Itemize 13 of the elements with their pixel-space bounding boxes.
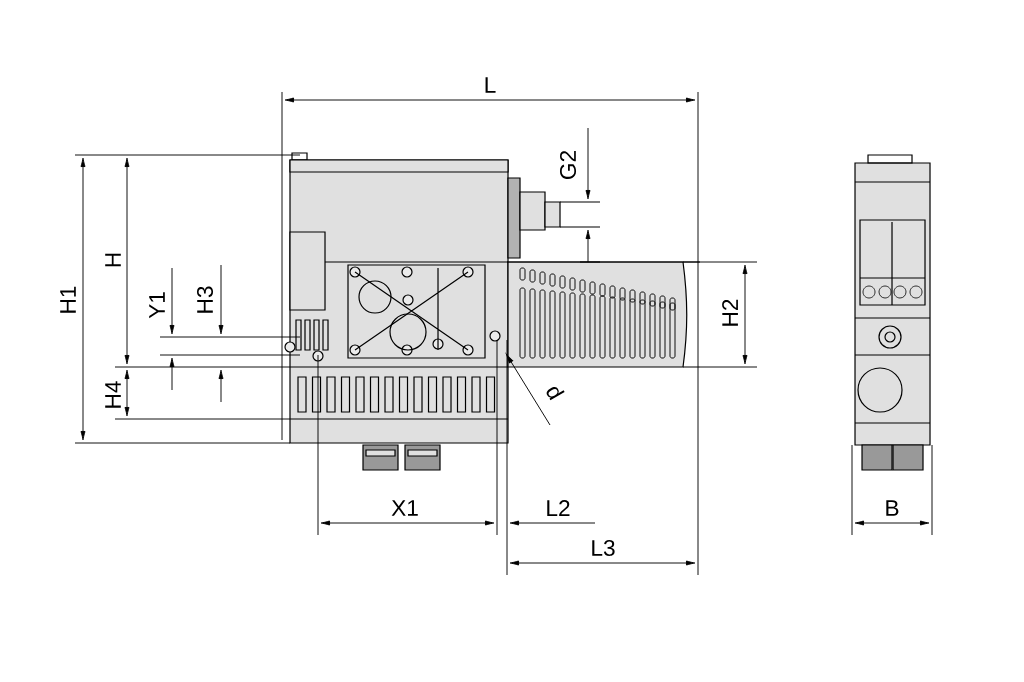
dimension-label: Y1 [149, 292, 165, 319]
dimension-label: B [886, 500, 899, 516]
dimension-label: H [105, 253, 121, 267]
dimension-label: L [485, 77, 496, 93]
dimension-label: d [546, 387, 565, 401]
dimension-label: L3 [592, 540, 615, 557]
dimension-label: H3 [197, 286, 214, 313]
dimension-label: G2 [560, 151, 577, 179]
dimension-label: X1 [391, 500, 418, 516]
dimension-label: H2 [722, 299, 738, 326]
dimension-label: H4 [105, 381, 121, 408]
dimension-label: H1 [60, 286, 76, 313]
dimension-label: L2 [547, 500, 570, 516]
